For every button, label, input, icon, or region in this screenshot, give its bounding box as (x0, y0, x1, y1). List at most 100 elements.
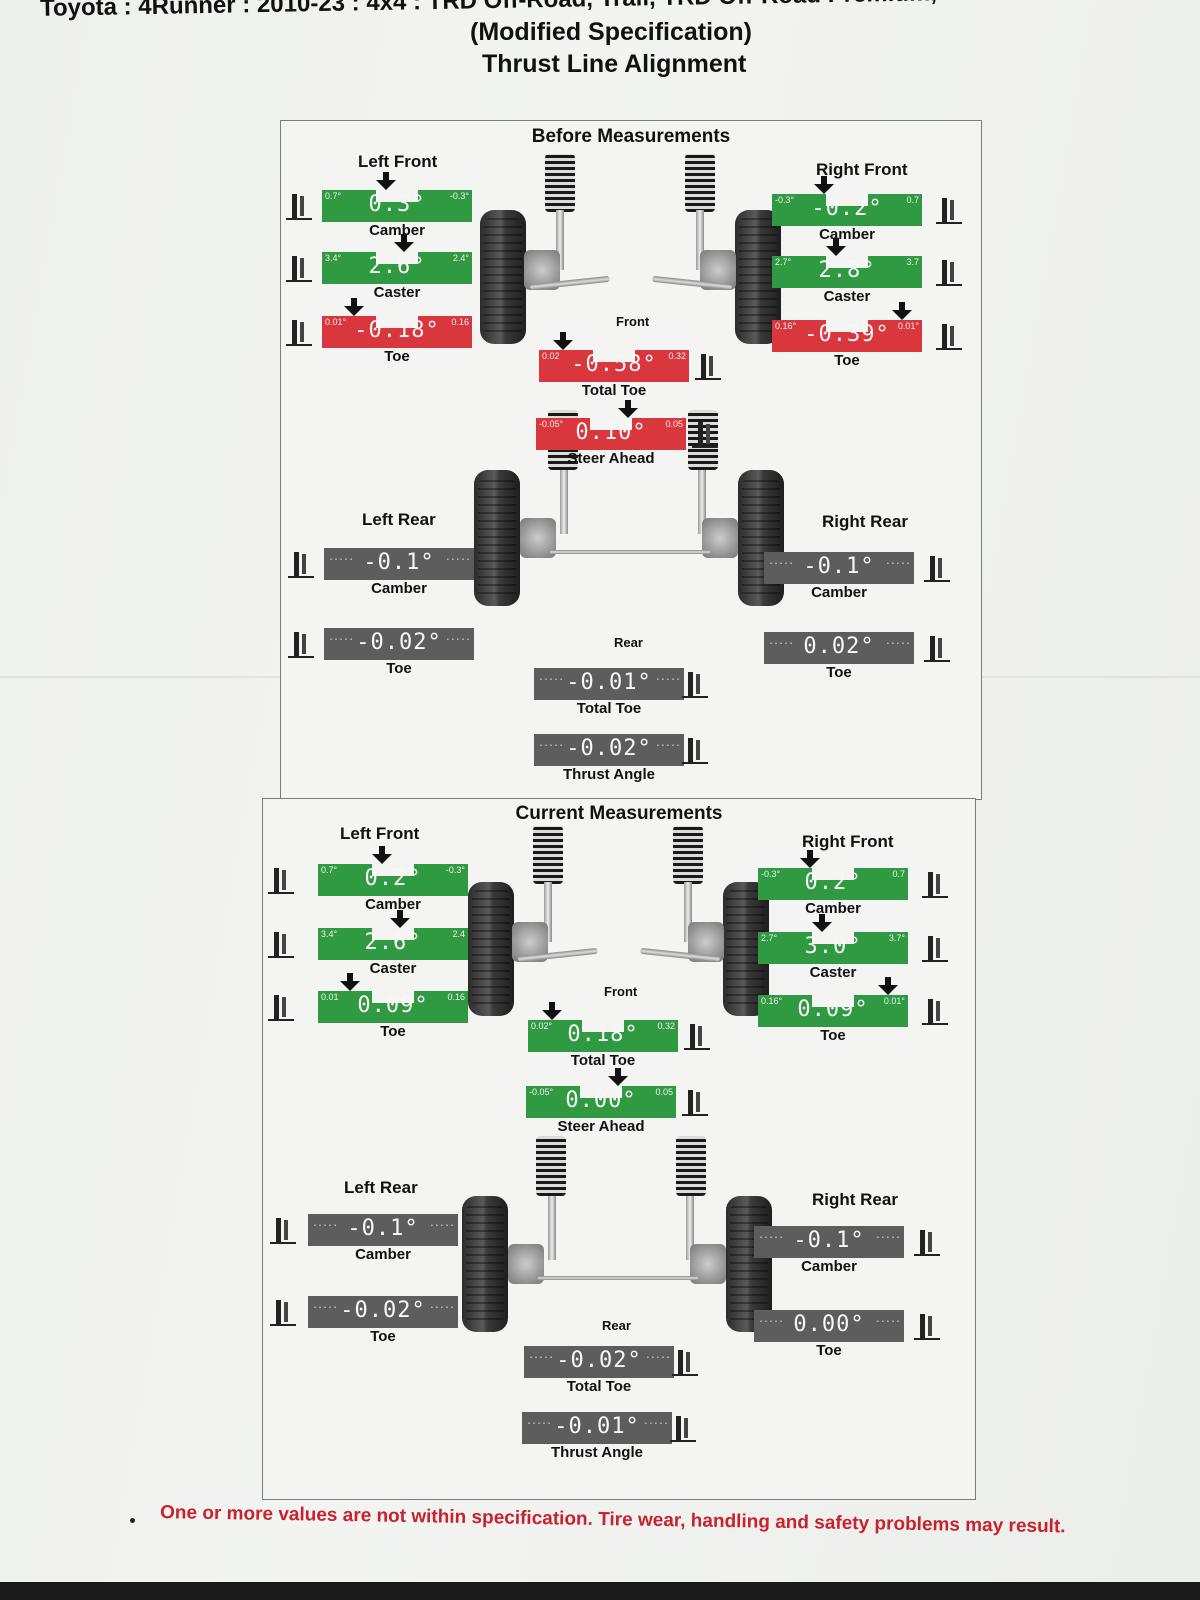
current-right-rear-toe-gauge-bar (754, 1310, 904, 1342)
current-rear-total-toe-gauge-empty-range: ..... (644, 1350, 671, 1361)
before-right-front-title: Right Front (816, 160, 908, 179)
before-right-front-toe-gauge-max-limit: 0.01° (897, 321, 919, 331)
panel-title: Current Measurements (515, 803, 723, 824)
before-right-rear-toe-gauge-label: Toe (826, 664, 852, 681)
before-front-right-strut (696, 210, 704, 270)
before-rear-tie-rod (550, 550, 710, 554)
before-left-rear-toe-gauge-bar (324, 628, 474, 660)
before-thrust-angle-gauge-value: -0.02° (566, 736, 652, 761)
current-left-front-caster-gauge-range-window (372, 928, 414, 940)
before-thrust-angle-gauge-bar (534, 734, 684, 766)
current-right-rear-title: Right Rear (812, 1190, 898, 1209)
before-left-front-camber-gauge-min-limit: 0.7° (325, 191, 342, 201)
before-left-rear-camber-icon (286, 548, 316, 580)
current-right-rear-camber-gauge-empty-range: ..... (758, 1230, 784, 1241)
current-panel: Current Measurements (262, 798, 976, 1500)
current-thrust-angle-gauge: ..........-0.01°Thrust Angle (522, 1412, 672, 1461)
current-right-front-toe-gauge: 0.16°0.01°0.09°Toe (758, 977, 908, 1044)
before-steer-ahead-gauge-max-limit: 0.05 (665, 419, 683, 429)
current-left-front-camber-gauge-label: Camber (365, 896, 421, 913)
before-left-front-caster-gauge-max-limit: 2.4° (452, 253, 469, 263)
before-left-front-toe-gauge: 0.01°0.16-0.18°Toe (322, 298, 472, 365)
current-rear-tie-rod (538, 1276, 698, 1280)
before-front-right-spring (685, 154, 715, 212)
before-right-rear-toe-gauge-empty-range: ..... (768, 636, 794, 647)
before-thrust-angle-gauge: ..........-0.02°Thrust Angle (534, 734, 684, 783)
before-right-front-camber-gauge-label: Camber (819, 226, 875, 243)
current-right-rear-toe-gauge-label: Toe (816, 1342, 842, 1359)
current-right-front-caster-icon (920, 932, 950, 964)
current-right-rear-toe-gauge-empty-range: ..... (874, 1314, 901, 1325)
current-rear-right-tire (726, 1196, 772, 1332)
current-right-rear-camber-icon (912, 1226, 942, 1258)
before-right-rear-camber-gauge: ..........-0.1°Camber (764, 552, 914, 601)
page-edge (0, 1582, 1200, 1600)
before-front-total-toe-icon (693, 350, 723, 382)
current-steer-ahead-icon (680, 1086, 710, 1118)
current-right-front-toe-gauge-value: 0.09° (797, 997, 869, 1022)
current-left-front-camber-gauge-max-limit: -0.3° (445, 865, 465, 875)
current-thrust-angle-gauge-bar (522, 1412, 672, 1444)
current-front-axle-label: Front (604, 984, 638, 999)
current-left-front-camber-icon (266, 864, 296, 896)
current-left-rear-toe-gauge-empty-range: ..... (312, 1300, 338, 1311)
current-left-rear-camber-gauge-label: Camber (355, 1246, 411, 1263)
current-front-total-toe-gauge-range-window (582, 1020, 624, 1032)
before-right-front-caster-gauge-value: 2.8° (818, 258, 876, 283)
current-thrust-angle-gauge-value: -0.01° (554, 1414, 640, 1439)
before-right-front-caster-icon (934, 256, 964, 288)
current-left-front-camber-gauge-value: 0.2° (364, 866, 422, 891)
current-right-rear-toe-icon (912, 1310, 942, 1342)
before-left-front-camber-gauge-value: 0.3° (368, 192, 426, 217)
before-left-front-title: Left Front (358, 152, 438, 171)
current-right-front-toe-icon (920, 995, 950, 1027)
before-steer-ahead-gauge-min-limit: -0.05° (539, 419, 564, 429)
current-right-front-toe-gauge-label: Toe (820, 1027, 846, 1044)
current-right-rear-toe-gauge-empty-range: ..... (758, 1314, 784, 1325)
current-right-rear-camber-gauge-bar (754, 1226, 904, 1258)
current-right-rear-camber-gauge: ..........-0.1°Camber (754, 1226, 904, 1275)
current-left-rear-title: Left Rear (344, 1178, 418, 1197)
current-left-front-caster-gauge-min-limit: 3.4° (321, 929, 338, 939)
current-rear-axle-label: Rear (602, 1318, 631, 1333)
before-left-rear-toe-gauge: ..........-0.02°Toe (324, 628, 474, 677)
before-steer-ahead-gauge-range-window (590, 418, 632, 430)
current-right-front-caster-gauge-range-window (812, 932, 854, 944)
before-front-left-spring (545, 154, 575, 212)
current-rear-total-toe-gauge-value: -0.02° (556, 1348, 642, 1373)
before-thrust-angle-gauge-label: Thrust Angle (563, 766, 655, 783)
before-left-front-camber-icon (284, 190, 314, 222)
before-steer-ahead-gauge-label: Steer Ahead (567, 450, 655, 467)
before-front-total-toe-gauge-min-limit: 0.02 (542, 351, 560, 361)
before-right-front-camber-gauge-value: -0.2° (811, 196, 883, 221)
current-left-rear-camber-gauge-bar (308, 1214, 458, 1246)
current-right-front-camber-gauge-label: Camber (805, 900, 861, 917)
current-right-front-title: Right Front (802, 832, 894, 851)
current-thrust-angle-gauge-label: Thrust Angle (551, 1444, 643, 1461)
before-left-front-camber-gauge-range-window (376, 190, 418, 202)
current-rear-left-strut (548, 1196, 556, 1260)
current-front-total-toe-icon (682, 1020, 712, 1052)
before-left-front-caster-gauge-range-window (376, 252, 418, 264)
current-thrust-angle-gauge-empty-range: ..... (526, 1416, 552, 1427)
current-left-front-toe-gauge-range-window (372, 991, 414, 1003)
current-left-rear-toe-gauge-value: -0.02° (340, 1298, 426, 1323)
current-rear-total-toe-icon (670, 1346, 700, 1378)
current-steer-ahead-gauge-max-limit: 0.05 (655, 1087, 673, 1097)
current-steer-ahead-gauge-label: Steer Ahead (557, 1118, 645, 1135)
current-front-total-toe-gauge-min-limit: 0.02° (531, 1021, 553, 1031)
current-front-right-strut (684, 882, 692, 942)
current-right-front-caster-gauge-min-limit: 2.7° (761, 933, 778, 943)
before-front-total-toe-gauge-label: Total Toe (581, 382, 647, 399)
current-left-front-toe-gauge-max-limit: 0.16 (447, 992, 465, 1002)
before-right-front-toe-gauge-min-limit: 0.16° (775, 321, 797, 331)
current-front-total-toe-gauge-label: Total Toe (570, 1052, 636, 1069)
before-left-front-caster-icon (284, 252, 314, 284)
before-right-front-toe-gauge-range-window (826, 320, 868, 332)
current-right-front-camber-gauge-value: 0.2° (804, 870, 862, 895)
current-steer-ahead-gauge-min-limit: -0.05° (529, 1087, 554, 1097)
current-left-front-toe-gauge-min-limit: 0.01 (321, 992, 339, 1002)
current-thrust-angle-icon (668, 1412, 698, 1444)
before-left-front-toe-icon (284, 316, 314, 348)
